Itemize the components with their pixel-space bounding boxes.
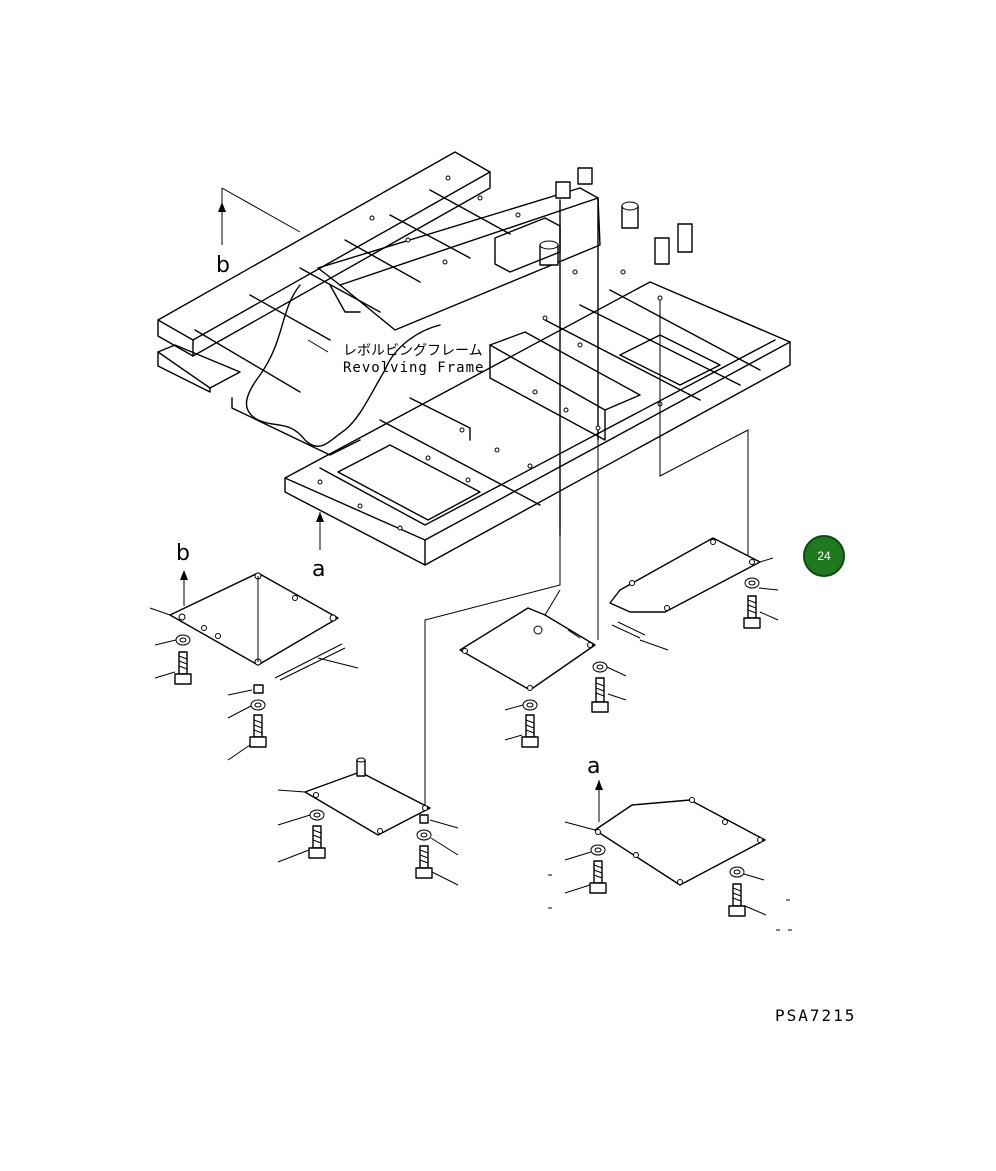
boss-right (621, 201, 639, 229)
revolving-frame (157, 151, 791, 566)
bolt-b-2 (227, 684, 267, 761)
drawing-code: PSA7215 (775, 1006, 856, 1025)
bolt-f-1 (548, 844, 607, 909)
bolt-e-2 (415, 814, 459, 886)
cover-plate-f (564, 797, 766, 886)
cover-plate-e (277, 757, 431, 836)
cover-plate-d (609, 537, 774, 651)
frame-label-jp: レボルビングフレーム (343, 343, 483, 359)
view-arrow-b-upper: b (216, 187, 301, 278)
bolt-c-1 (504, 699, 539, 748)
view-arrow-a-upper: a (312, 512, 325, 582)
bolt-c-2 (591, 661, 627, 713)
view-label-a-upper: a (312, 557, 325, 582)
view-label-b-lower: b (176, 541, 190, 566)
boss-left (539, 240, 559, 266)
cover-plate-c (459, 589, 596, 691)
frame-label-en: Revolving Frame (343, 360, 484, 376)
frame-callout: レボルビングフレーム Revolving Frame (307, 339, 484, 376)
leader-lines (424, 300, 749, 810)
cover-plate-b (149, 572, 359, 681)
view-label-a-lower: a (587, 754, 600, 779)
bolt-d-1 (743, 577, 779, 629)
view-arrow-b-lower: b (176, 541, 190, 606)
frame-holes (317, 175, 663, 531)
page-badge[interactable]: 24 (803, 535, 845, 577)
view-label-b-upper: b (216, 253, 230, 278)
bolt-f-2 (728, 866, 792, 931)
badge-circle (803, 535, 845, 577)
bolt-e-1 (277, 809, 326, 863)
bracket-pair (555, 167, 693, 265)
bolt-b-1 (154, 634, 192, 685)
view-arrow-a-lower: a (587, 754, 603, 822)
badge-number: 24 (817, 549, 831, 563)
